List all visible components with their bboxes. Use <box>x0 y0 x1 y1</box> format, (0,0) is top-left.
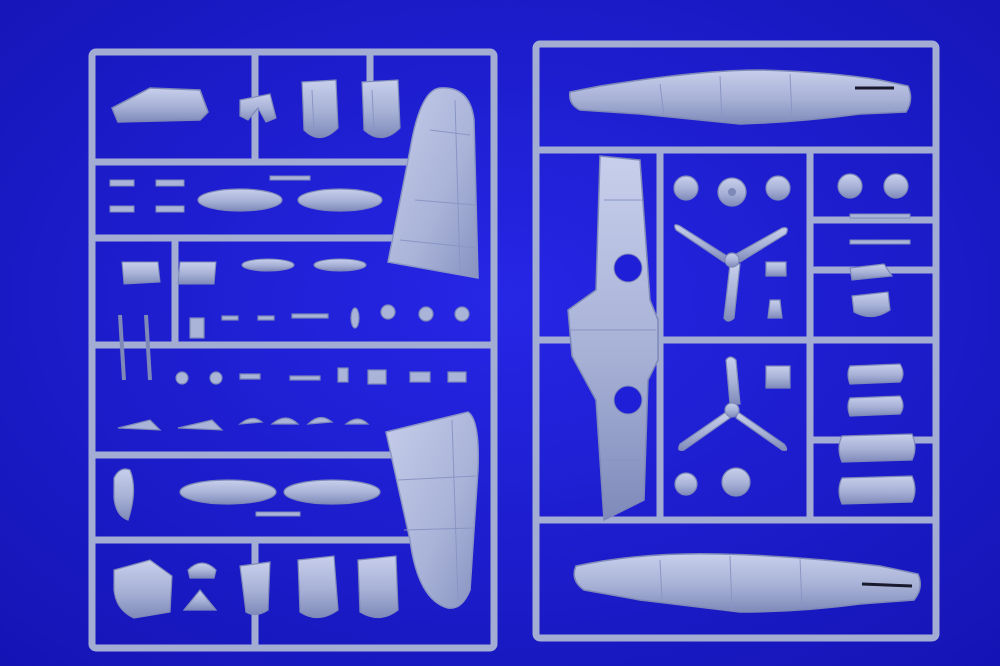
fuselage-half-bottom <box>573 553 921 613</box>
drop-tank <box>297 188 383 212</box>
propeller-top <box>674 224 788 322</box>
flap-part <box>239 561 271 616</box>
drop-tank <box>179 479 277 505</box>
seat-part <box>239 93 277 123</box>
flap-part <box>301 79 339 139</box>
flap-part <box>357 555 399 619</box>
door-part <box>121 261 161 285</box>
flap-part <box>361 79 401 139</box>
flap-part <box>297 555 339 619</box>
cowl-part <box>113 468 135 521</box>
lower-wing <box>567 155 659 522</box>
flap-part <box>182 589 218 611</box>
door-part <box>177 261 217 285</box>
wheel-hub <box>728 188 736 196</box>
wheels <box>673 173 909 497</box>
drop-tank <box>197 188 283 212</box>
flap-part <box>187 562 217 579</box>
gear-parts <box>118 304 470 385</box>
fuselage-half-top <box>568 69 912 125</box>
radiator-part <box>241 258 295 272</box>
propeller-bottom <box>678 356 788 451</box>
cowling-parts <box>838 363 916 505</box>
radiator-part <box>313 258 367 272</box>
small-part <box>255 511 301 517</box>
small-parts <box>849 213 911 245</box>
left-wing-upper <box>387 87 479 279</box>
left-wing-lower <box>385 411 480 609</box>
flap-part <box>113 559 173 619</box>
cockpit-part <box>111 87 209 123</box>
drop-tank <box>283 479 381 505</box>
small-parts <box>109 175 311 213</box>
small-parts <box>765 261 894 389</box>
small-parts <box>117 416 370 431</box>
